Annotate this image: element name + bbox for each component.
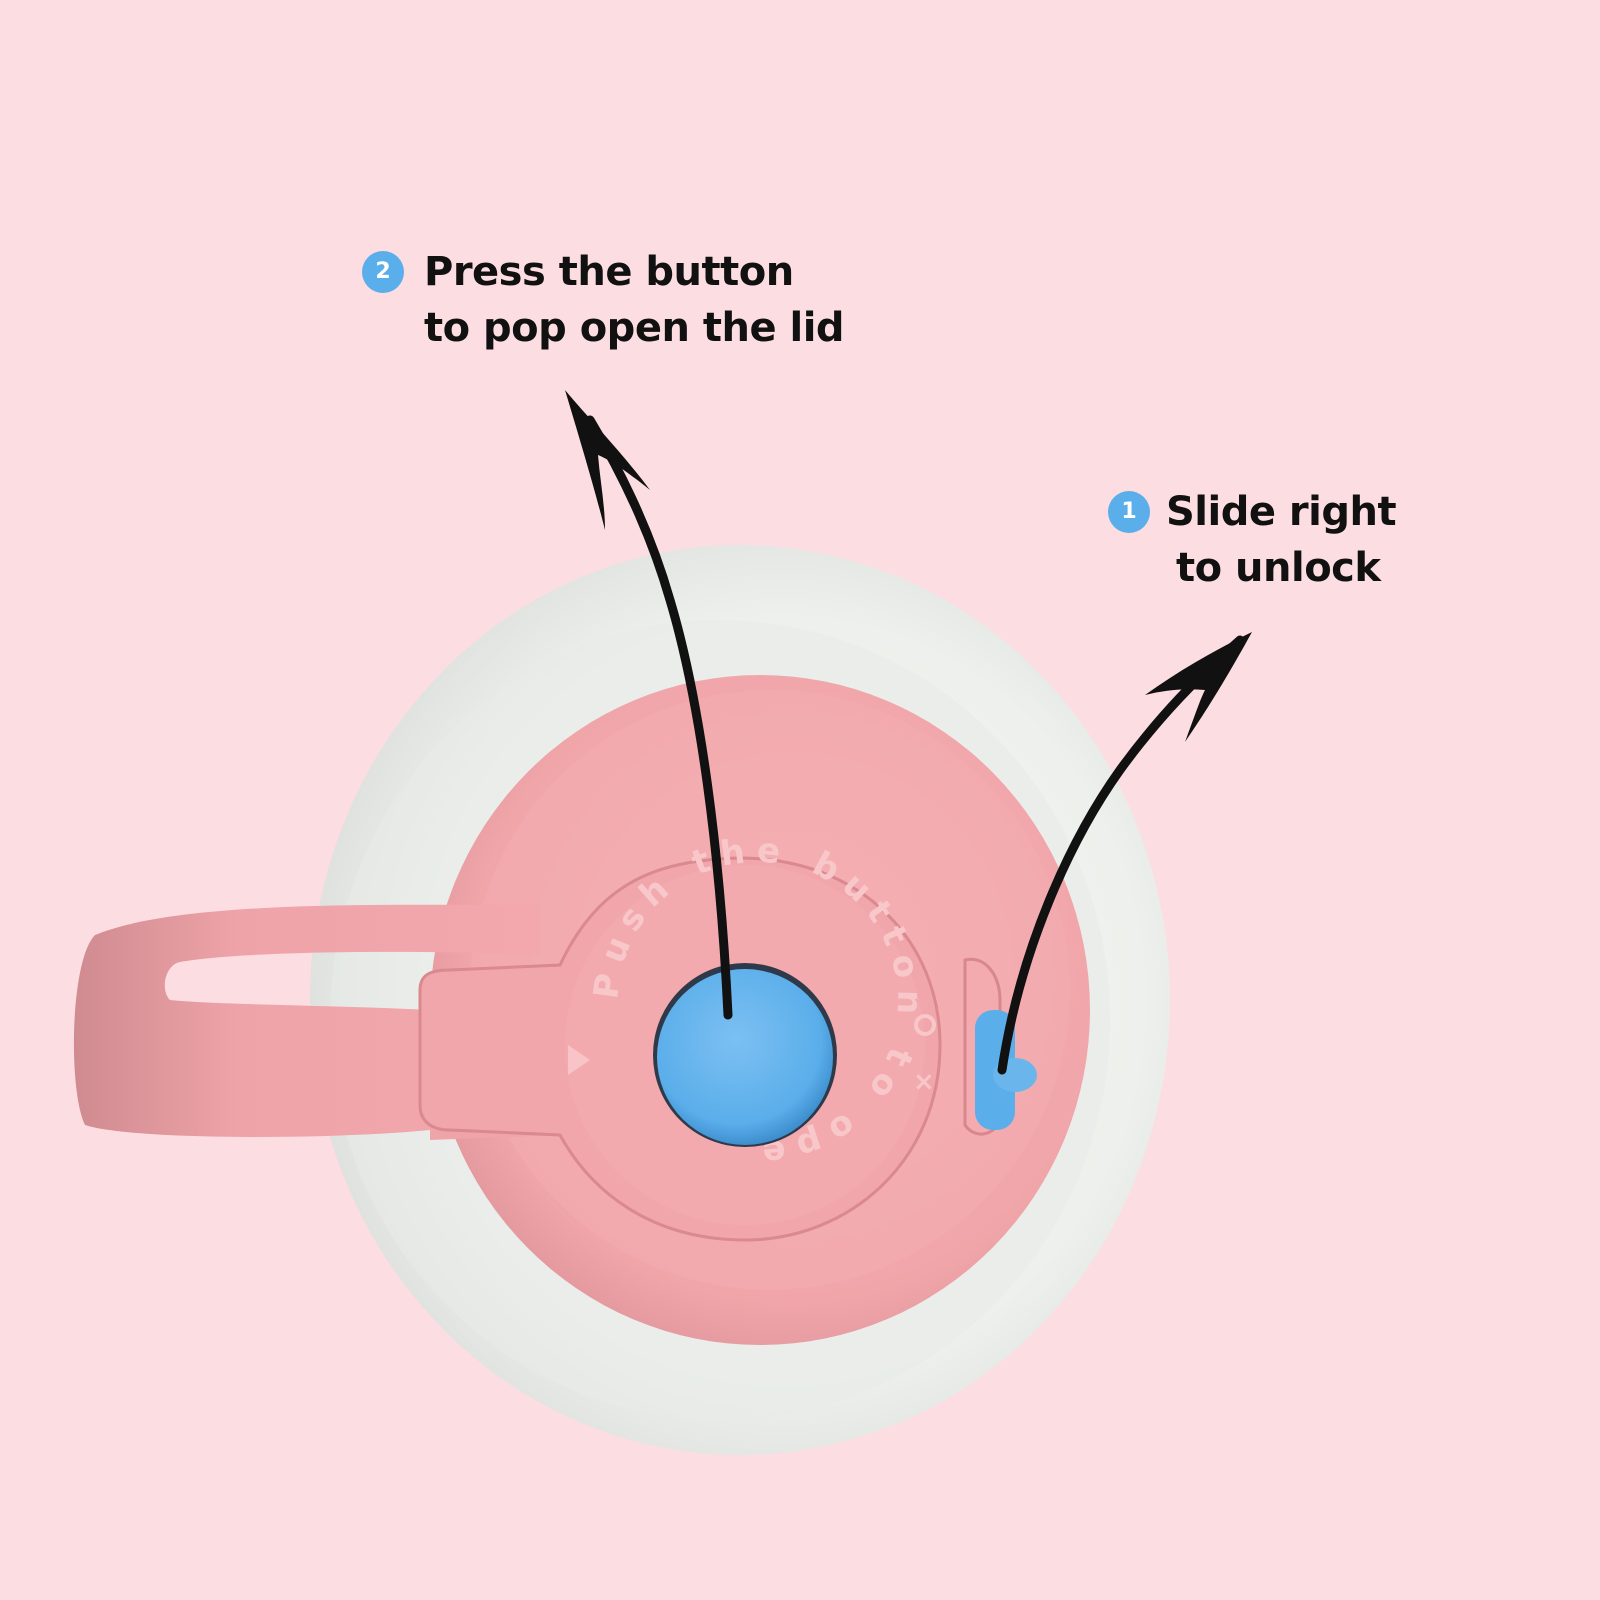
step-2-callout: Press the button to pop open the lid bbox=[424, 244, 845, 356]
step-1-line-2: to unlock bbox=[1176, 545, 1381, 591]
arrow-up-curved-icon bbox=[565, 390, 733, 1020]
play-triangle-icon bbox=[568, 1045, 590, 1075]
step-2-line-1: Press the button bbox=[424, 249, 794, 295]
step-2-line-2: to pop open the lid bbox=[424, 305, 845, 351]
push-button[interactable] bbox=[653, 963, 837, 1147]
step-badge-2: 2 bbox=[362, 251, 404, 293]
step-1-line-1: Slide right bbox=[1166, 489, 1397, 535]
slide-lock[interactable] bbox=[963, 957, 1037, 1136]
lock-closed-x-icon: × bbox=[913, 1067, 935, 1097]
arrow-up-right-curved-icon bbox=[997, 632, 1252, 1075]
lock-open-circle-icon bbox=[914, 1014, 936, 1036]
step-1-callout: Slide right to unlock bbox=[1166, 484, 1397, 596]
step-badge-1: 1 bbox=[1108, 491, 1150, 533]
